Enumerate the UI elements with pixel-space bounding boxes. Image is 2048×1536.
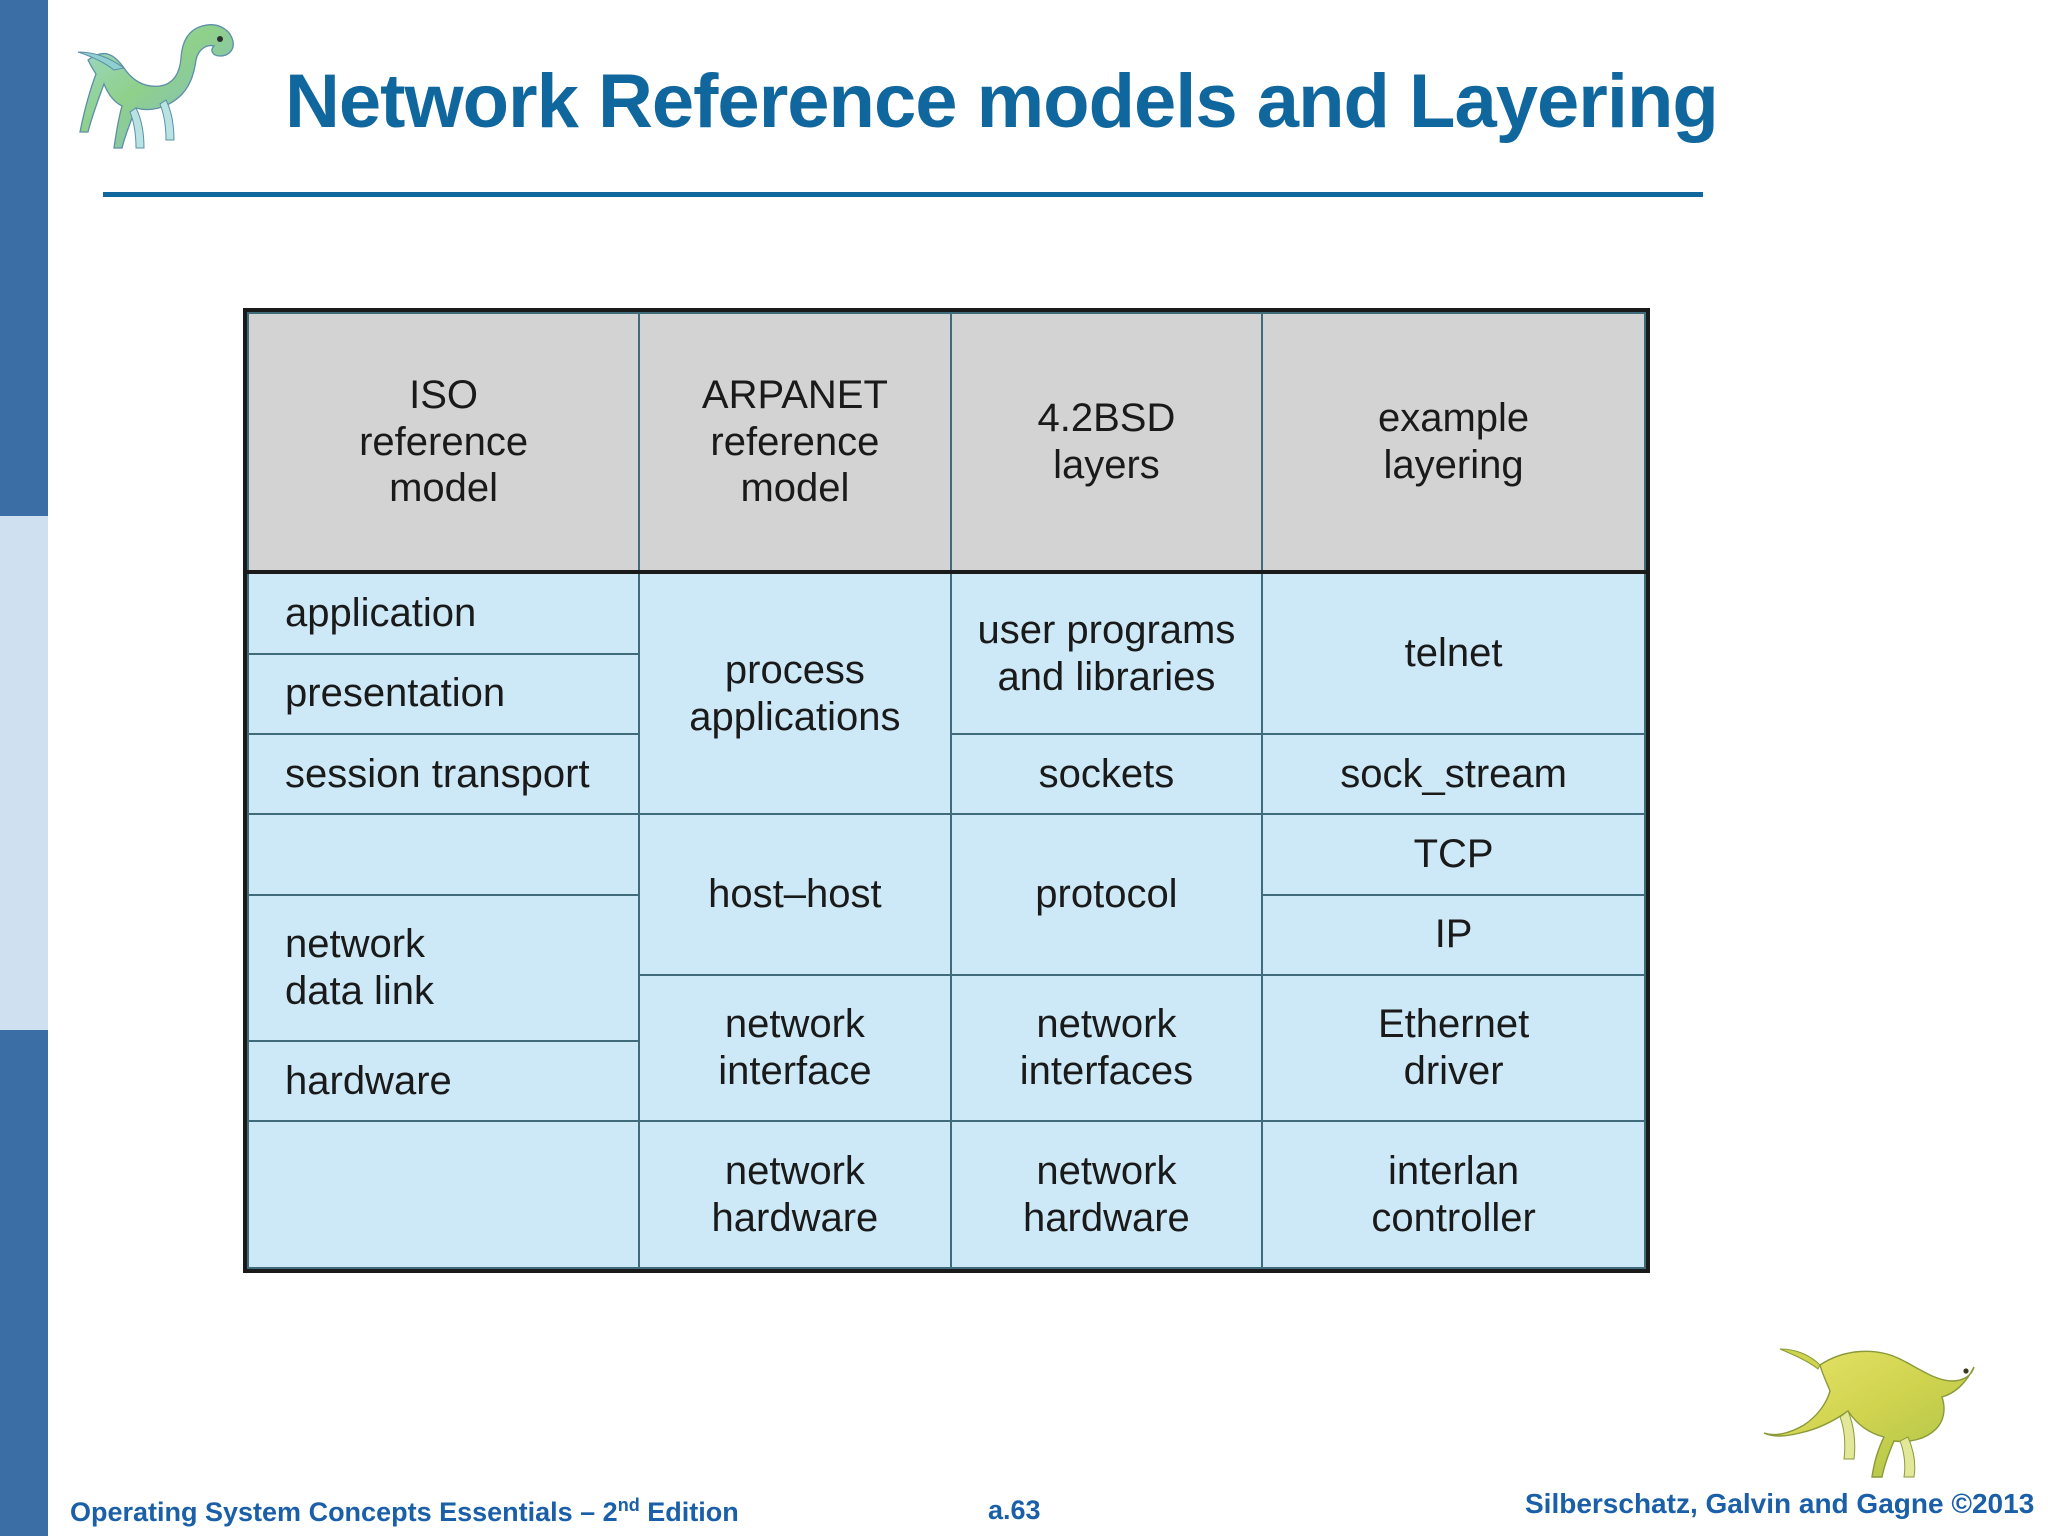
- cell-iso-application: application: [246, 571, 641, 655]
- title-underline: [103, 192, 1703, 197]
- cell-example-sock-stream: sock_stream: [1261, 733, 1646, 816]
- cell-bsd-protocol: protocol: [949, 813, 1264, 976]
- sidebar-bar-bottom: [0, 1030, 48, 1536]
- header-cell-iso-line: ISO: [409, 372, 479, 417]
- cell-iso-session-transport: session transport: [246, 733, 641, 816]
- dinosaur-icon: [70, 8, 260, 153]
- cell-bsd-sockets: sockets: [949, 733, 1264, 816]
- slide-number: a.63: [988, 1495, 1041, 1525]
- cell-example-ip: IP: [1261, 893, 1646, 976]
- sidebar-bar-top: [0, 0, 48, 516]
- table-row: session transport sockets sock_stream: [246, 733, 1646, 816]
- header-cell-example-line: example: [1377, 396, 1530, 441]
- footer-edition-post: Edition: [639, 1497, 739, 1527]
- header-cell-iso-line: reference: [359, 419, 529, 464]
- header-cell-arpanet-line: model: [740, 466, 850, 511]
- footer-edition-ordinal: nd: [617, 1495, 640, 1515]
- footer-edition: Operating System Concepts Essentials – 2…: [70, 1495, 739, 1528]
- table-row: presentation: [246, 652, 1645, 736]
- cell-example-telnet: telnet: [1261, 570, 1646, 736]
- footer-copyright: Silberschatz, Galvin and Gagne ©2013: [1525, 1488, 2035, 1519]
- table-row: host–host protocol TCP: [246, 813, 1646, 976]
- header-cell-iso-line: model: [389, 466, 499, 511]
- header-cell-arpanet-line: ARPANET: [701, 372, 888, 417]
- cell-example-tcp: TCP: [1261, 813, 1646, 896]
- page-title: Network Reference models and Layering: [285, 59, 1719, 144]
- cell-iso-presentation: presentation: [246, 652, 641, 736]
- cell-iso-blank-upper: [246, 813, 641, 896]
- cell-iso-blank-lower: [246, 1120, 641, 1269]
- header-cell-example-line: layering: [1383, 443, 1524, 487]
- header-cell-bsd-line: layers: [1053, 443, 1160, 487]
- cell-arpanet-host-host: host–host: [638, 813, 952, 976]
- dinosaur-icon: [1760, 1325, 1990, 1490]
- cell-iso-hardware: hardware: [246, 1040, 641, 1123]
- header-cell-arpanet-line: reference: [710, 419, 880, 464]
- footer-edition-pre: Operating System Concepts Essentials – 2: [70, 1497, 618, 1527]
- header-cell-bsd-line: 4.2BSD: [1037, 396, 1176, 441]
- sidebar-bar-middle: [0, 516, 48, 1030]
- table-row: hardware: [246, 1040, 1645, 1123]
